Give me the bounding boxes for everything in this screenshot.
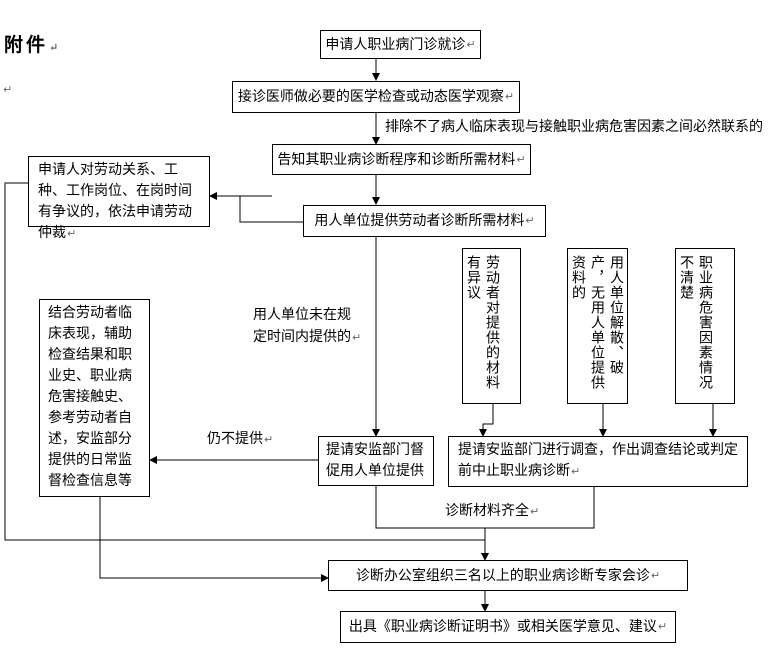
step-comprehensive-judgment: 结合劳动者临床表现，辅助检查结果和职业史、职业病危害接触史、参考劳动者自述，安监… — [39, 299, 150, 497]
step-medical-exam: 接诊医师做必要的医学检查或动态医学观察↵ — [232, 81, 520, 113]
exclusion-note: 排除不了病人临床表现与接触职业病危害因素之间必然联系的 — [385, 119, 763, 135]
paragraph-mark: ↵ — [3, 83, 13, 96]
page-title: 附件↵ — [4, 34, 62, 56]
step-issue-certificate: 出具《职业病诊断证明书》或相关医学意见、建议↵ — [340, 611, 676, 643]
step-labor-dispute: 申请人对劳动关系、工种、工作岗位、在岗时间有争议的，依法申请劳动仲裁↵ — [28, 156, 210, 241]
step-apply-clinic: 申请人职业病门诊就诊↵ — [320, 30, 481, 59]
materials-complete-note: 诊断材料齐全↵ — [445, 503, 540, 519]
employer-late-note: 用人单位未在规定时间内提供的↵ — [253, 307, 362, 345]
step-investigation: 提请安监部门进行调查，作出调查结论或判定前中止职业病诊断↵ — [448, 436, 748, 487]
step-hazard-unclear: 职业病危害因素情况不清楚 — [675, 248, 735, 404]
step-supervise-employer: 提请安监部门督促用人单位提供 — [318, 436, 434, 486]
step-employer-bankrupt: 用人单位解散、破产，无用人单位提供资料的 — [567, 248, 628, 404]
step-employer-provide: 用人单位提供劳动者诊断所需材料↵ — [303, 205, 546, 237]
step-worker-objection: 劳动者对提供的材料有异议 — [462, 248, 521, 404]
still-not-provided-note: 仍不提供↵ — [207, 431, 274, 447]
step-expert-panel: 诊断办公室组织三名以上的职业病诊断专家会诊↵ — [328, 560, 688, 591]
step-inform-procedure: 告知其职业病诊断程序和诊断所需材料↵ — [272, 144, 531, 175]
